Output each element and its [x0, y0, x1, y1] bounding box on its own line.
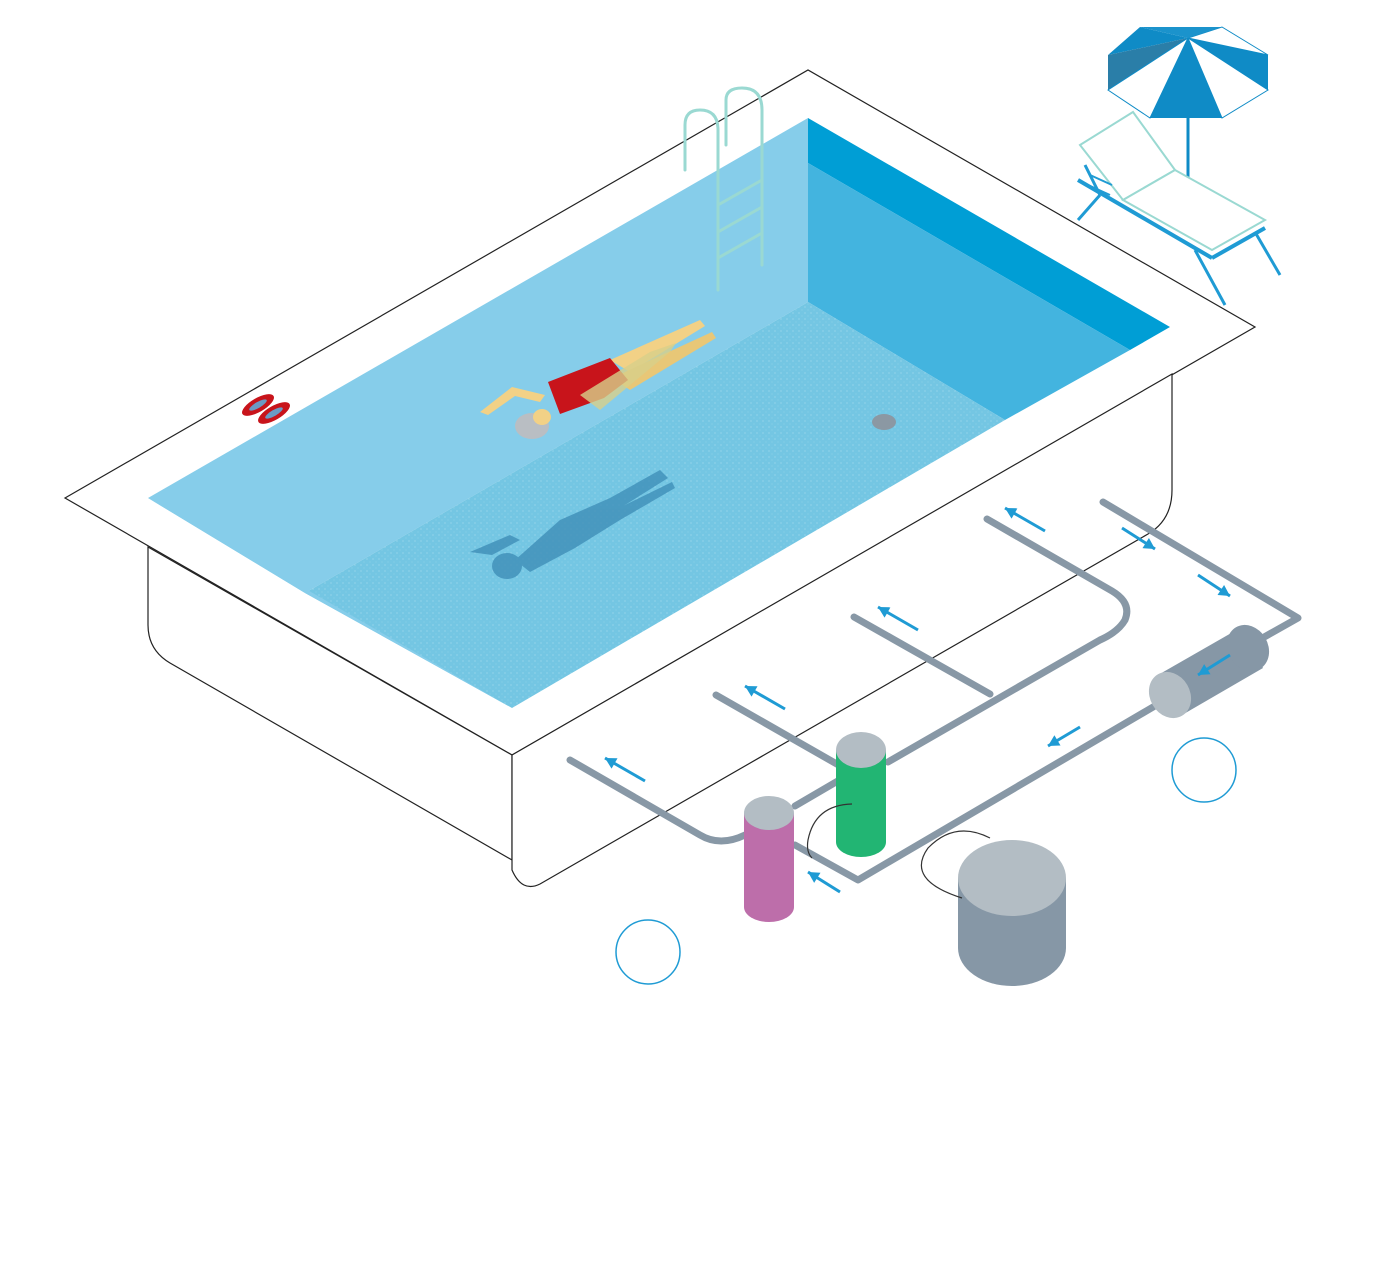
swimmer-arm-2: [580, 343, 676, 410]
feed-pipe: [791, 696, 1169, 884]
return-pipe-2: [712, 691, 846, 771]
swimmer-leg-1: [610, 320, 705, 372]
chlorinator-icon: [744, 796, 794, 922]
pool-water-front: [148, 498, 512, 708]
flow-arrow-head: [1048, 735, 1061, 746]
pipe-network: [566, 498, 1302, 884]
flip-flops-icon: [242, 394, 290, 424]
callout-circle-left: [615, 919, 681, 985]
swimmer-suit: [548, 358, 628, 414]
suction-pipe: [1099, 498, 1302, 649]
flow-arrows: [604, 506, 1231, 894]
lounge-chair-icon: [1076, 110, 1282, 306]
flow-arrow-head: [878, 607, 891, 618]
pool-wall-far-right: [808, 118, 1170, 350]
swimmer-arm-1: [480, 387, 545, 415]
pool-side-front: [511, 372, 1173, 888]
return-pipe-4: [884, 515, 1131, 766]
pool-wall-right: [808, 163, 1130, 420]
pool-floor-texture: [305, 302, 1005, 708]
flow-arrow-head: [1217, 584, 1230, 596]
electrical-cables: [806, 803, 991, 899]
pool-wall-back: [148, 118, 808, 593]
pump-icon: [958, 840, 1066, 986]
flow-arrow-head: [1005, 508, 1018, 519]
umbrella-icon: [1107, 26, 1269, 178]
pool-side-left: [147, 545, 513, 862]
flow-arrow-head: [1198, 664, 1211, 675]
filter-tank-icon: [836, 732, 886, 857]
return-pipe-1: [566, 756, 749, 845]
flow-arrow-head: [745, 686, 758, 697]
flow-arrow-head: [605, 758, 618, 769]
ladder-icon: [683, 86, 764, 292]
swimmer-shadow: [470, 470, 675, 579]
pool-icon: [63, 69, 1257, 888]
flow-arrow-head: [808, 872, 821, 883]
flow-arrow-head: [1142, 538, 1155, 549]
swimmer-face: [533, 409, 551, 425]
swimmer-icon: [480, 320, 716, 439]
return-pipe-3: [850, 613, 994, 698]
callout-circle-right: [1171, 737, 1237, 803]
drain-icon: [872, 414, 896, 430]
heater-icon: [1148, 624, 1270, 719]
